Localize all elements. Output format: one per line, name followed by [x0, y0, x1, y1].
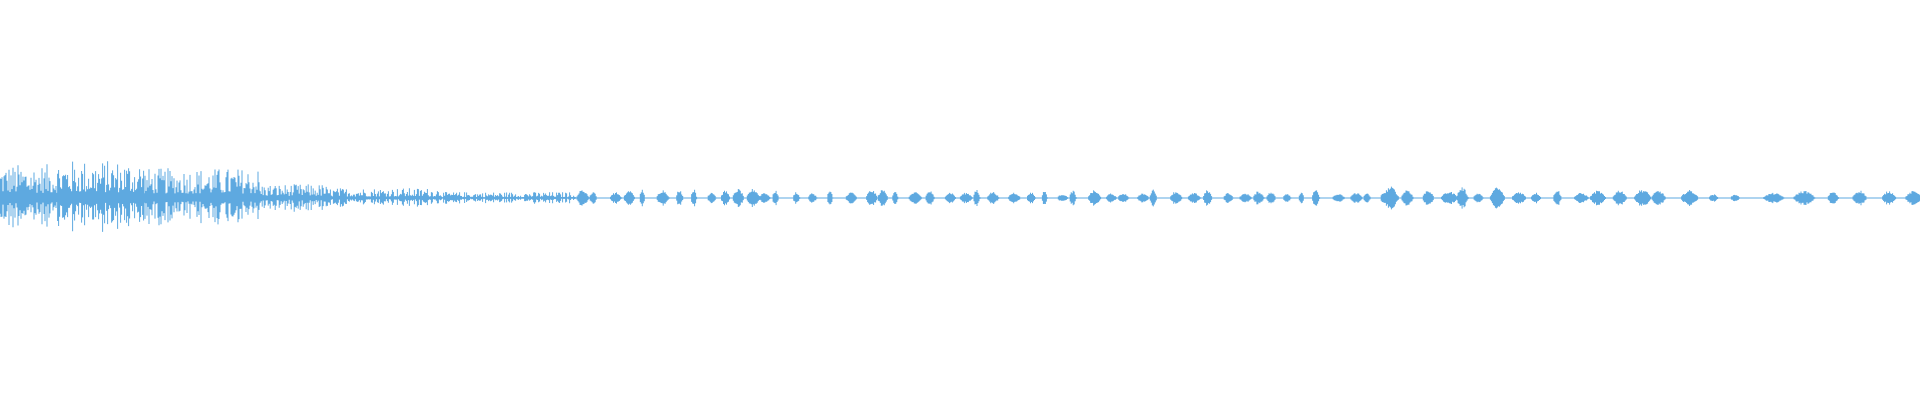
- waveform-signal: [0, 161, 1920, 232]
- waveform-bars: [0, 161, 1920, 232]
